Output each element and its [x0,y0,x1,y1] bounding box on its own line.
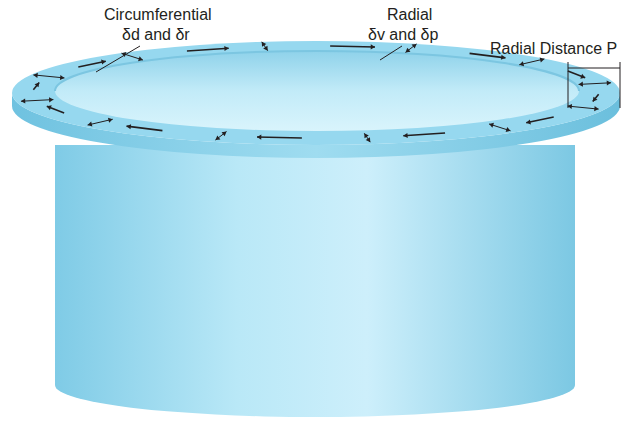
flange-face [12,41,620,145]
annotation-label: δd and δr [122,26,190,44]
cylinder-body [55,145,575,417]
dimension-line [568,62,569,108]
cylinder-opening [55,51,579,131]
leader-line [380,46,402,60]
annotation-label: Circumferential [104,6,212,24]
annotation-label: Radial Distance P [490,40,617,58]
dimension-line [568,68,620,69]
annotation-label: Radial [387,6,432,24]
leader-line [96,46,140,72]
dimension-line [620,62,621,108]
annotation-label: δv and δp [368,26,438,44]
